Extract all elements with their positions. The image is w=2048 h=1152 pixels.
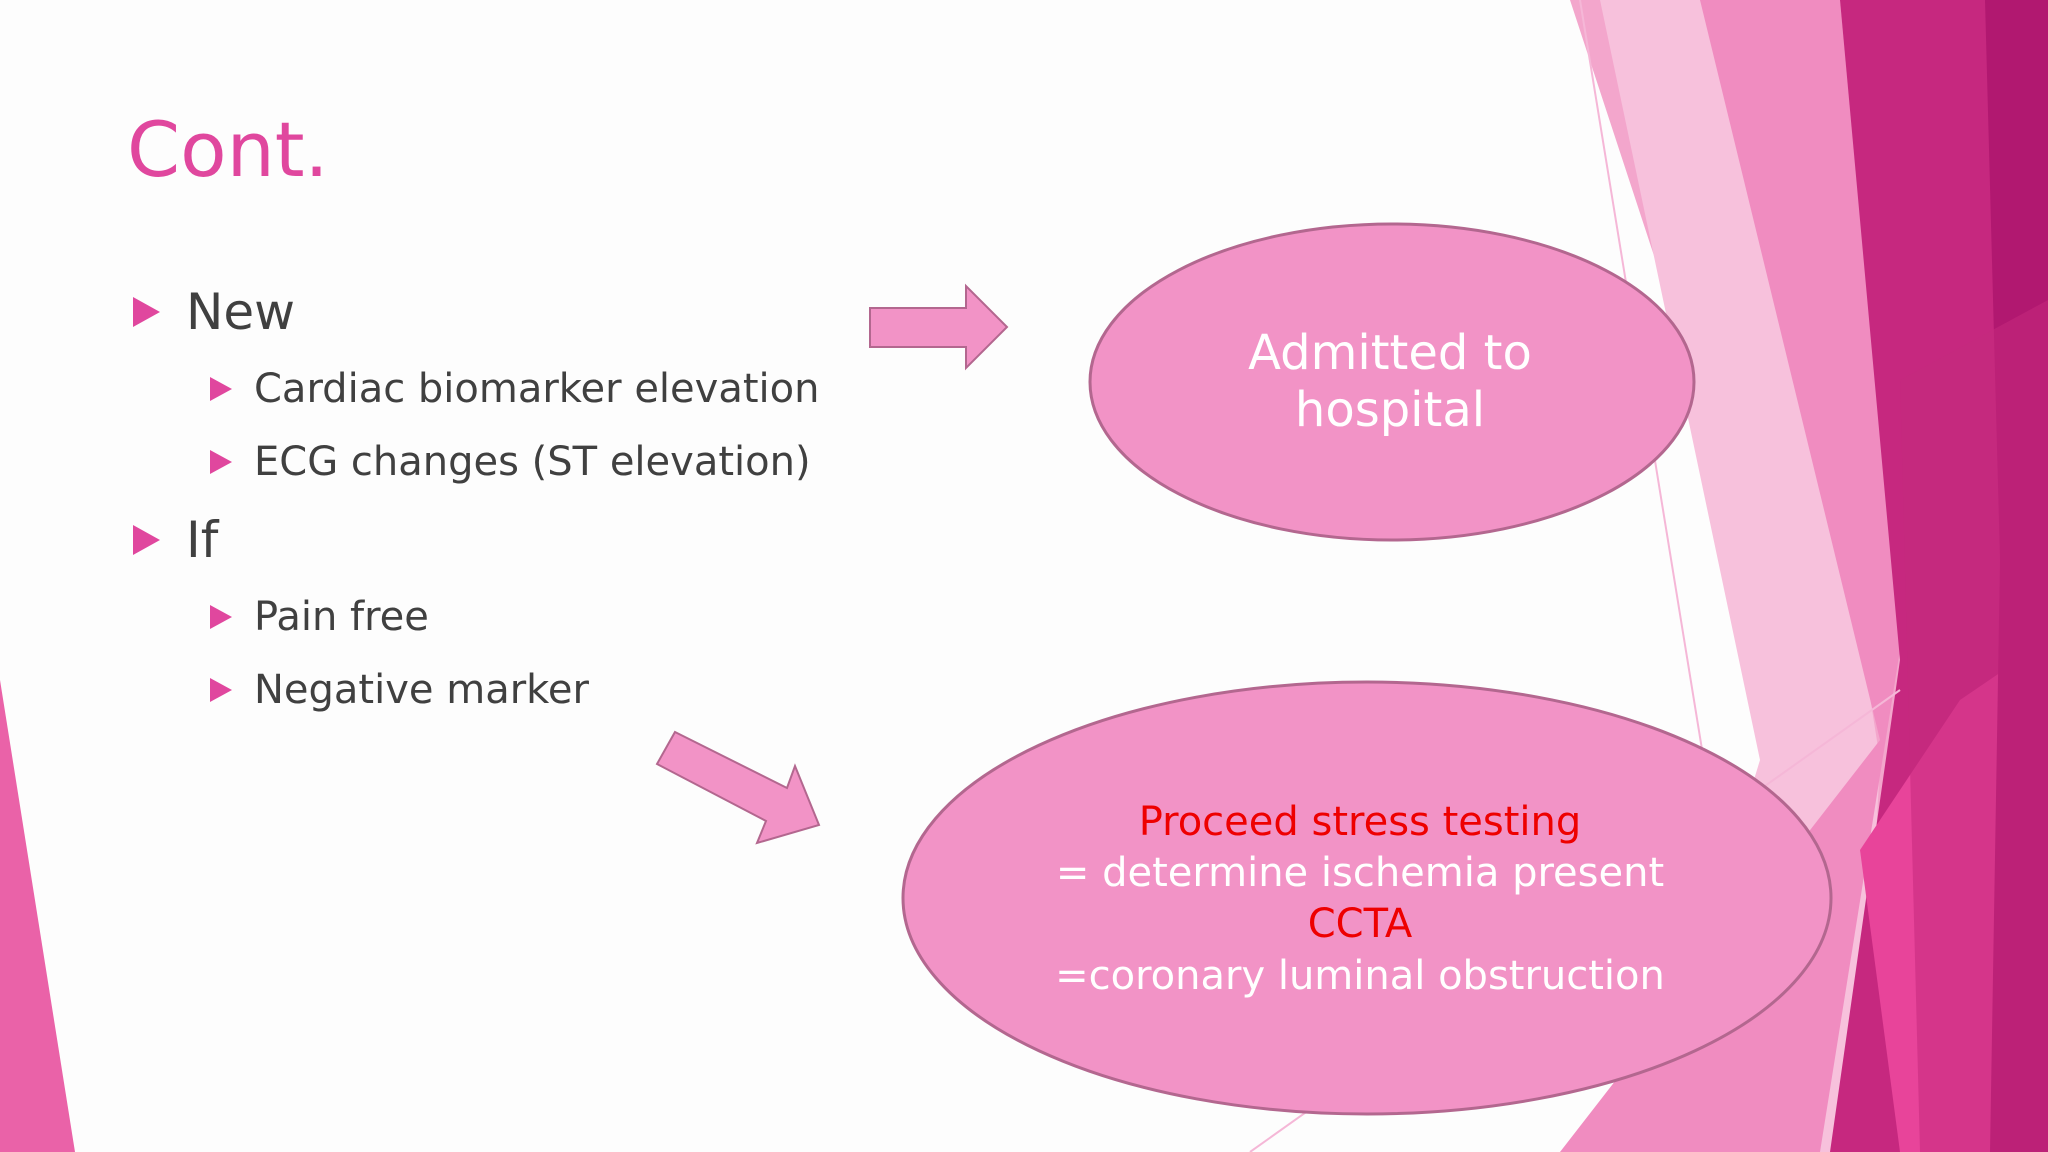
sub-bullet-negative-marker: Negative marker: [254, 667, 589, 713]
sub-bullet-triangle-icon: [210, 678, 232, 702]
ellipse-admitted: [1088, 222, 1696, 542]
bullet-if: If: [186, 511, 219, 569]
bullet-triangle-icon: [133, 525, 160, 555]
sub-bullet-triangle-icon: [210, 605, 232, 629]
stress-testing-text: Proceed stress testing = determine ische…: [960, 797, 1760, 1002]
arrow-down-right-icon: [655, 730, 821, 845]
sub-bullet-triangle-icon: [210, 377, 232, 401]
admitted-line-1: Admitted to: [1248, 325, 1532, 381]
bg-facet-shadow: [1900, 300, 2048, 1152]
bullet-list: New Cardiac biomarker elevation ECG chan…: [0, 0, 900, 760]
slide-title: Cont.: [127, 105, 329, 194]
bg-left-facet: [0, 680, 75, 1152]
bullet-new: New: [186, 283, 296, 341]
ellipse-stress-testing: [901, 680, 1833, 1116]
sub-bullet-pain-free: Pain free: [254, 594, 429, 640]
admitted-line-2: hospital: [1294, 381, 1486, 438]
proceed-stress-testing-line: Proceed stress testing: [1138, 799, 1582, 845]
ccta-line: CCTA: [1307, 901, 1413, 948]
arrow-right-icon: [869, 283, 1009, 371]
sub-bullet-triangle-icon: [210, 450, 232, 474]
sub-bullet-cardiac-biomarker: Cardiac biomarker elevation: [254, 366, 820, 412]
admitted-to-hospital-text: Admitted to hospital: [1150, 325, 1630, 438]
sub-bullet-ecg-changes: ECG changes (ST elevation): [254, 439, 811, 485]
bullet-triangle-icon: [133, 297, 160, 327]
determine-ischemia-line: = determine ischemia present: [1055, 850, 1665, 897]
coronary-obstruction-line: =coronary luminal obstruction: [1055, 952, 1665, 999]
